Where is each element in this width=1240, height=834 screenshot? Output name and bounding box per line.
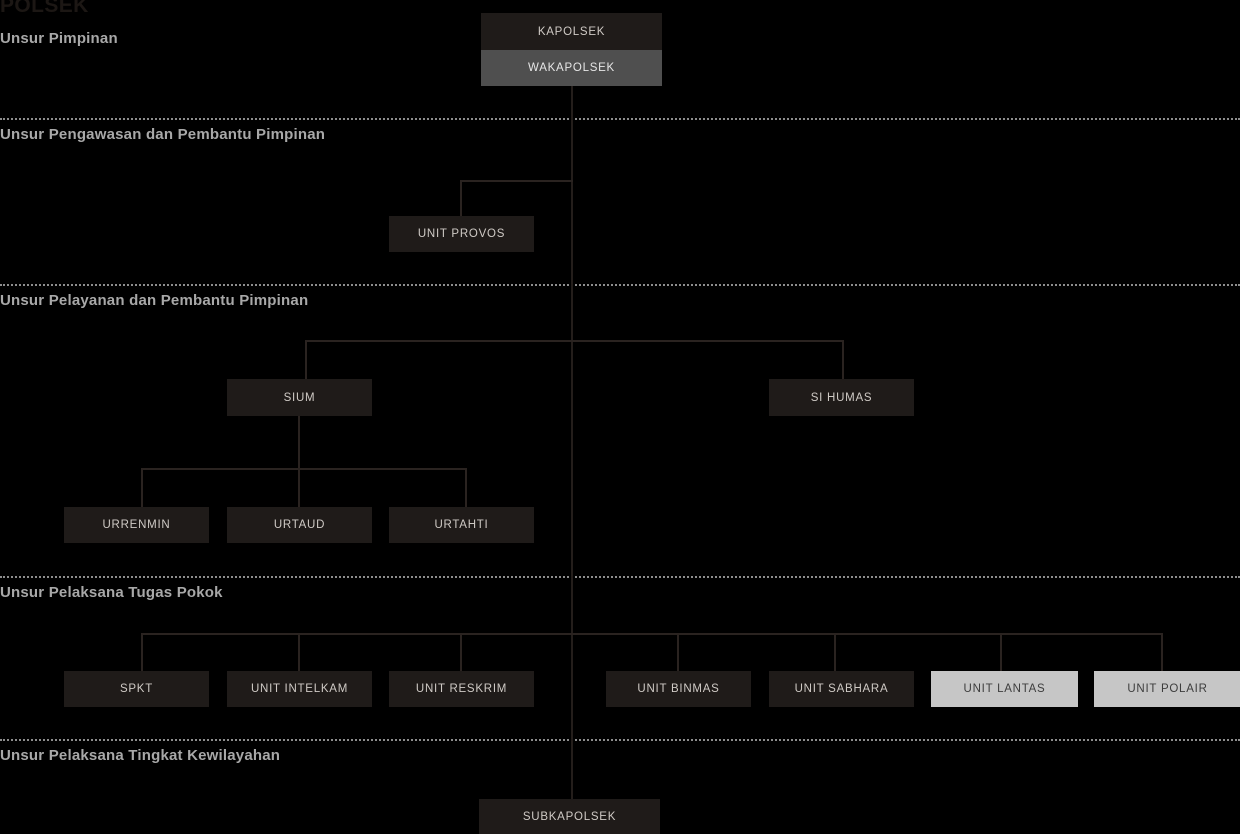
page-title: POLSEK xyxy=(0,0,89,17)
node-unit-polair[interactable]: UNIT POLAIR xyxy=(1094,671,1240,707)
section-label-pimpinan: Unsur Pimpinan xyxy=(0,30,118,47)
trunk-line-main xyxy=(571,86,573,801)
connector-sium-drop xyxy=(305,340,307,379)
node-unit-lantas[interactable]: UNIT LANTAS xyxy=(931,671,1078,707)
connector-polair-drop xyxy=(1161,633,1163,671)
node-unit-reskrim[interactable]: UNIT RESKRIM xyxy=(389,671,534,707)
node-unit-sabhara[interactable]: UNIT SABHARA xyxy=(769,671,914,707)
node-wakapolsek[interactable]: WAKAPOLSEK xyxy=(481,50,662,86)
node-subkapolsek[interactable]: SUBKAPOLSEK xyxy=(479,799,660,834)
connector-pelaksana-horizontal xyxy=(141,633,1163,635)
connector-binmas-drop xyxy=(677,633,679,671)
connector-intelkam-drop xyxy=(298,633,300,671)
section-divider-4 xyxy=(0,739,1240,741)
connector-ur-horizontal xyxy=(141,468,467,470)
section-divider-1 xyxy=(0,118,1240,120)
connector-sabhara-drop xyxy=(834,633,836,671)
connector-lantas-drop xyxy=(1000,633,1002,671)
connector-urrenmin-drop xyxy=(141,468,143,507)
connector-urtaud-drop xyxy=(298,468,300,507)
connector-reskrim-drop xyxy=(460,633,462,671)
connector-spkt-drop xyxy=(141,633,143,671)
node-si-humas[interactable]: SI HUMAS xyxy=(769,379,914,416)
connector-humas-drop xyxy=(842,340,844,379)
section-label-pelayanan: Unsur Pelayanan dan Pembantu Pimpinan xyxy=(0,292,309,309)
node-unit-binmas[interactable]: UNIT BINMAS xyxy=(606,671,751,707)
section-divider-3 xyxy=(0,576,1240,578)
connector-sium-stem xyxy=(298,416,300,468)
section-divider-2 xyxy=(0,284,1240,286)
section-label-kewilayahan: Unsur Pelaksana Tingkat Kewilayahan xyxy=(0,747,281,764)
node-urtaud[interactable]: URTAUD xyxy=(227,507,372,543)
section-label-pengawasan: Unsur Pengawasan dan Pembantu Pimpinan xyxy=(0,126,326,143)
connector-provos-horizontal xyxy=(460,180,573,182)
connector-sium-humas-horizontal xyxy=(305,340,844,342)
node-sium[interactable]: SIUM xyxy=(227,379,372,416)
connector-urtahti-drop xyxy=(465,468,467,507)
node-kapolsek[interactable]: KAPOLSEK xyxy=(481,13,662,50)
node-unit-intelkam[interactable]: UNIT INTELKAM xyxy=(227,671,372,707)
node-urrenmin[interactable]: URRENMIN xyxy=(64,507,209,543)
section-label-pelaksana: Unsur Pelaksana Tugas Pokok xyxy=(0,584,223,601)
node-unit-provos[interactable]: UNIT PROVOS xyxy=(389,216,534,252)
connector-provos-vertical xyxy=(460,180,462,216)
node-urtahti[interactable]: URTAHTI xyxy=(389,507,534,543)
node-spkt[interactable]: SPKT xyxy=(64,671,209,707)
